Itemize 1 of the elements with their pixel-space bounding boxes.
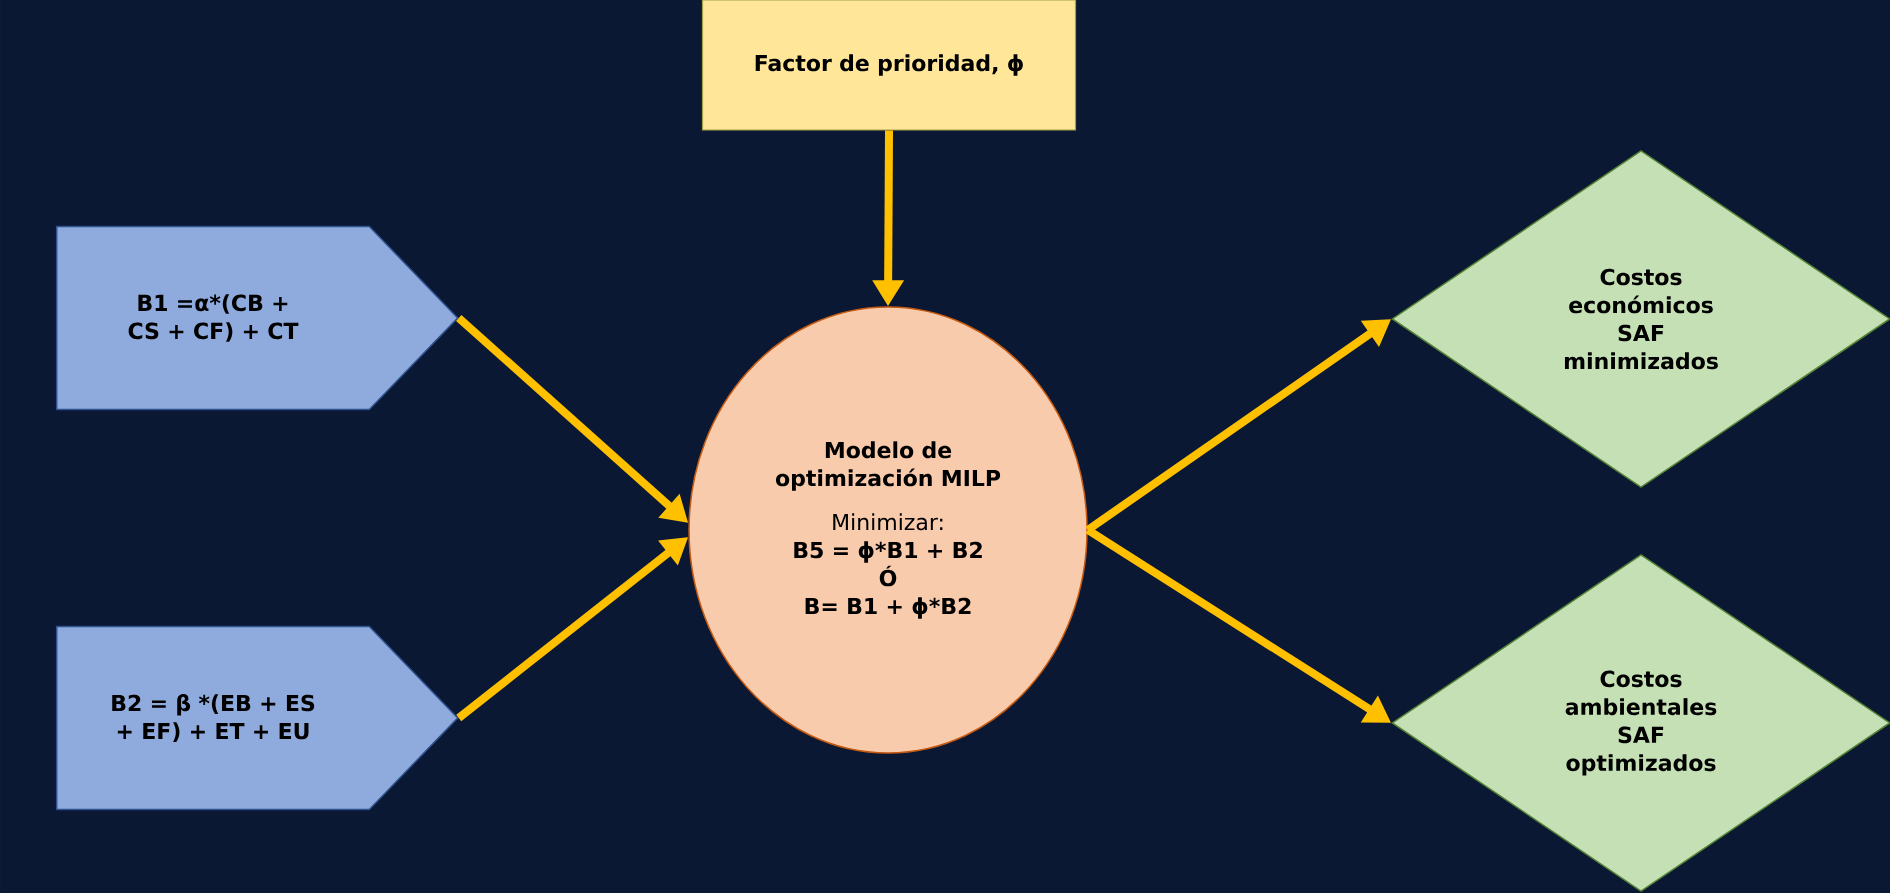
input-box: Factor de prioridad, ϕ xyxy=(701,0,1077,131)
